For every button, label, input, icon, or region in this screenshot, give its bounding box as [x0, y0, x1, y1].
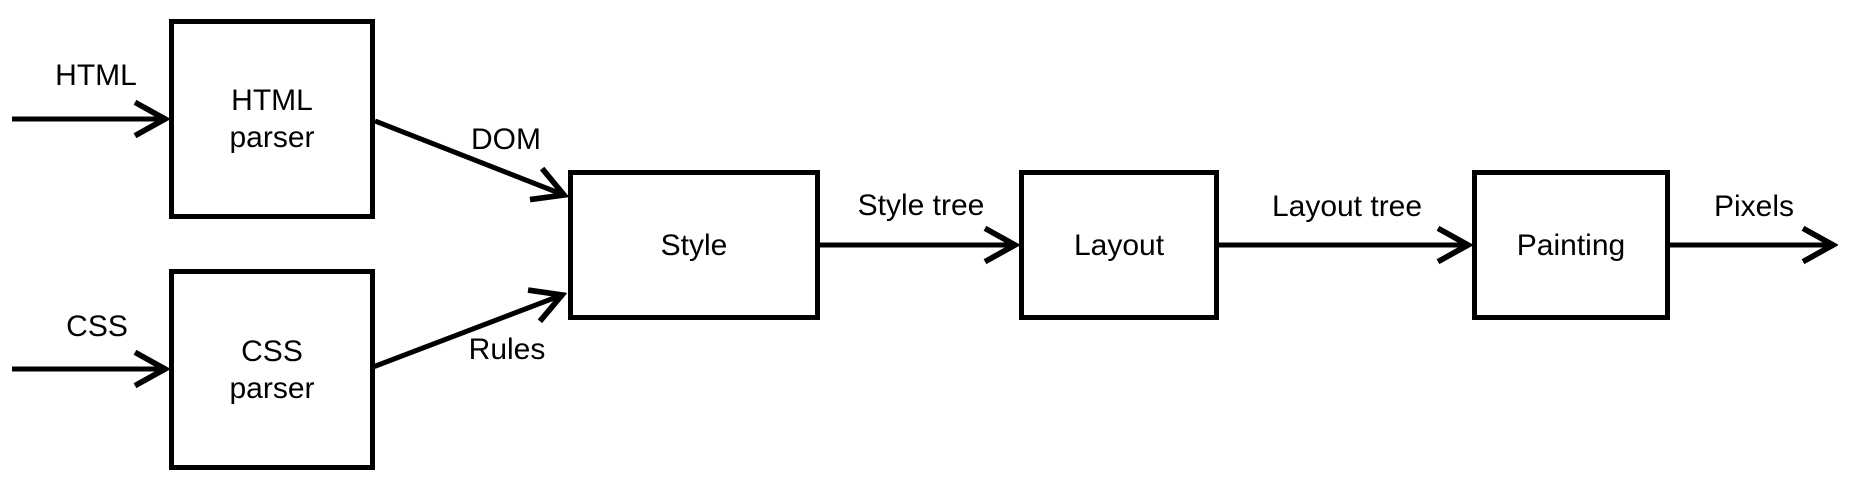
node-style-label: Style — [660, 228, 728, 262]
edge-dom — [374, 118, 564, 195]
node-css-parser-label: CSS parser — [229, 334, 315, 405]
edge-label-html-input: HTML — [55, 59, 137, 92]
node-painting: Painting — [1472, 170, 1670, 320]
edge-label-pixels: Pixels — [1713, 190, 1795, 223]
node-html-parser: HTML parser — [169, 19, 375, 219]
edge-rules — [372, 295, 562, 370]
edge-label-dom: DOM — [471, 123, 541, 156]
node-layout-label: Layout — [1073, 228, 1165, 262]
edge-label-rules: Rules — [468, 333, 546, 366]
edge-label-css-input: CSS — [66, 310, 128, 343]
node-painting-label: Painting — [1516, 228, 1626, 262]
node-layout: Layout — [1019, 170, 1219, 320]
edge-label-style-tree: Style tree — [857, 189, 985, 222]
node-css-parser: CSS parser — [169, 269, 375, 470]
node-style: Style — [568, 170, 820, 320]
edge-label-layout-tree: Layout tree — [1271, 190, 1423, 223]
node-html-parser-label: HTML parser — [229, 84, 315, 154]
